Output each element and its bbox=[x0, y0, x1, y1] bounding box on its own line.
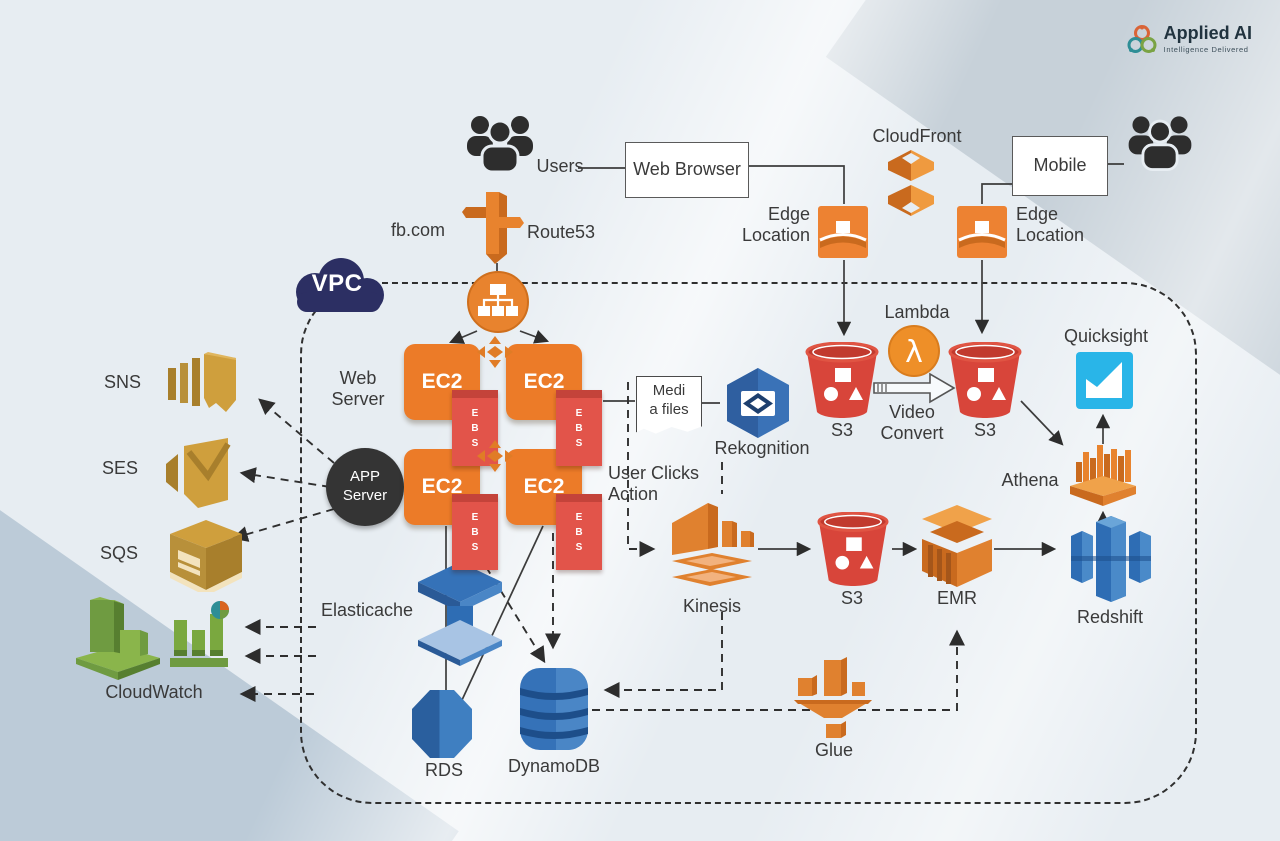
cloudfront-icon bbox=[882, 150, 940, 221]
ebs-label: EBS bbox=[575, 408, 583, 449]
ebs-app-2: EBS bbox=[556, 494, 602, 570]
ses-label: SES bbox=[102, 458, 139, 478]
ec2-label: EC2 bbox=[421, 370, 463, 393]
wire-app-sqs bbox=[231, 508, 335, 542]
vpc-cloud: VPC bbox=[285, 254, 389, 320]
redshift-icon bbox=[1062, 514, 1160, 609]
user-clicks-label: User Clicks Action bbox=[608, 463, 700, 505]
cloudwatch-buildings-icon bbox=[72, 592, 164, 689]
logo-knot-icon bbox=[1127, 24, 1157, 61]
edge-location-2-icon bbox=[957, 206, 1007, 263]
wire-s3-athena bbox=[1020, 400, 1064, 446]
dynamodb-label: DynamoDB bbox=[507, 756, 601, 776]
fbcom-label: fb.com bbox=[390, 220, 446, 240]
dynamodb-icon bbox=[516, 666, 592, 757]
web-browser-label: Web Browser bbox=[633, 159, 741, 180]
kinesis-label: Kinesis bbox=[682, 596, 742, 616]
cloudwatch-chart-icon bbox=[168, 600, 232, 677]
edge-location-1-icon bbox=[818, 206, 868, 263]
s3-label-2: S3 bbox=[973, 420, 997, 440]
s3-icon-2 bbox=[948, 341, 1022, 425]
ec2-web-1: EC2 bbox=[404, 344, 480, 420]
elasticache-label: Elasticache bbox=[320, 600, 414, 620]
autoscaling-icon-web bbox=[477, 336, 513, 373]
kinesis-icon bbox=[664, 497, 757, 600]
ses-icon bbox=[162, 432, 246, 517]
wire-ec2-rds-b bbox=[461, 525, 544, 701]
media-files-note: Medi a files bbox=[636, 376, 702, 434]
cloudwatch-label: CloudWatch bbox=[105, 682, 203, 702]
rekognition-icon bbox=[722, 368, 794, 443]
wire-dynamodb-glue-emr bbox=[592, 629, 966, 711]
ec2-label: EC2 bbox=[523, 370, 565, 393]
quicksight-icon bbox=[1076, 352, 1133, 409]
web-browser-box: Web Browser bbox=[625, 142, 749, 198]
users-icon bbox=[460, 112, 540, 179]
s3-icon-3 bbox=[817, 511, 889, 593]
ec2-label: EC2 bbox=[421, 475, 463, 498]
wire-elb-ec2b bbox=[519, 329, 550, 344]
app-server-label: APP Server bbox=[342, 468, 388, 504]
load-balancer-icon bbox=[467, 271, 529, 338]
route53-label: Route53 bbox=[527, 222, 596, 242]
video-convert-arrow bbox=[872, 372, 956, 409]
athena-label: Athena bbox=[1001, 470, 1059, 490]
wire-userclicks-kinesis bbox=[627, 382, 656, 558]
wire-elb-ec2a bbox=[449, 330, 478, 344]
web-server-label: Web Server bbox=[331, 368, 385, 410]
wire-ec2-dynamodb-a bbox=[463, 530, 546, 664]
lambda-icon: λ bbox=[888, 325, 940, 382]
athena-icon bbox=[1070, 438, 1136, 513]
wire-mobile-edge2 bbox=[981, 183, 1012, 204]
cloudfront-label: CloudFront bbox=[872, 126, 962, 146]
s3-icon-1 bbox=[805, 341, 879, 425]
glue-icon bbox=[790, 654, 876, 751]
rds-label: RDS bbox=[424, 760, 463, 780]
rds-icon bbox=[412, 690, 472, 758]
sns-icon bbox=[162, 348, 240, 427]
mobile-label: Mobile bbox=[1033, 155, 1087, 176]
applied-ai-logo: Applied AI Intelligence Delivered bbox=[1127, 24, 1252, 61]
wire-app-ses bbox=[239, 467, 331, 488]
ebs-label: EBS bbox=[575, 512, 583, 553]
logo-tagline: Intelligence Delivered bbox=[1163, 45, 1249, 54]
lambda-label: Lambda bbox=[884, 302, 950, 322]
vpc-boundary bbox=[300, 282, 1197, 804]
wire-app-sns bbox=[258, 398, 335, 464]
ebs-app-1: EBS bbox=[452, 494, 498, 570]
media-files-label: Medi a files bbox=[649, 382, 689, 418]
s3-label-1: S3 bbox=[830, 420, 854, 440]
s3-label-3: S3 bbox=[840, 588, 864, 608]
vpc-label: VPC bbox=[311, 270, 363, 297]
redshift-label: Redshift bbox=[1076, 607, 1144, 627]
users-label: Users bbox=[536, 156, 584, 176]
glue-label: Glue bbox=[814, 740, 854, 760]
sqs-label: SQS bbox=[100, 543, 139, 563]
video-convert-label: Video Convert bbox=[880, 402, 944, 444]
route53-icon bbox=[462, 190, 524, 269]
edge-location-2-label: Edge Location bbox=[1016, 204, 1085, 246]
mobile-users-icon bbox=[1122, 112, 1198, 177]
elasticache-icon bbox=[414, 562, 506, 671]
wire-webbrowser-edge1 bbox=[747, 165, 845, 204]
sns-label: SNS bbox=[104, 372, 142, 392]
sqs-icon bbox=[166, 518, 246, 597]
ebs-label: EBS bbox=[471, 408, 479, 449]
ebs-web-1: EBS bbox=[452, 390, 498, 466]
ebs-web-2: EBS bbox=[556, 390, 602, 466]
svg-text:λ: λ bbox=[905, 335, 923, 370]
ec2-label: EC2 bbox=[523, 475, 565, 498]
mobile-box: Mobile bbox=[1012, 136, 1108, 196]
app-server-circle: APP Server bbox=[326, 448, 404, 526]
wire-kinesis-dynamodb bbox=[603, 612, 723, 699]
ebs-label: EBS bbox=[471, 512, 479, 553]
emr-label: EMR bbox=[937, 588, 977, 608]
edge-location-1-label: Edge Location bbox=[741, 204, 810, 246]
logo-title: Applied AI bbox=[1163, 23, 1252, 43]
emr-icon bbox=[922, 505, 992, 592]
quicksight-label: Quicksight bbox=[1063, 326, 1149, 346]
autoscaling-icon-app bbox=[477, 440, 513, 477]
rekognition-label: Rekognition bbox=[714, 438, 810, 458]
